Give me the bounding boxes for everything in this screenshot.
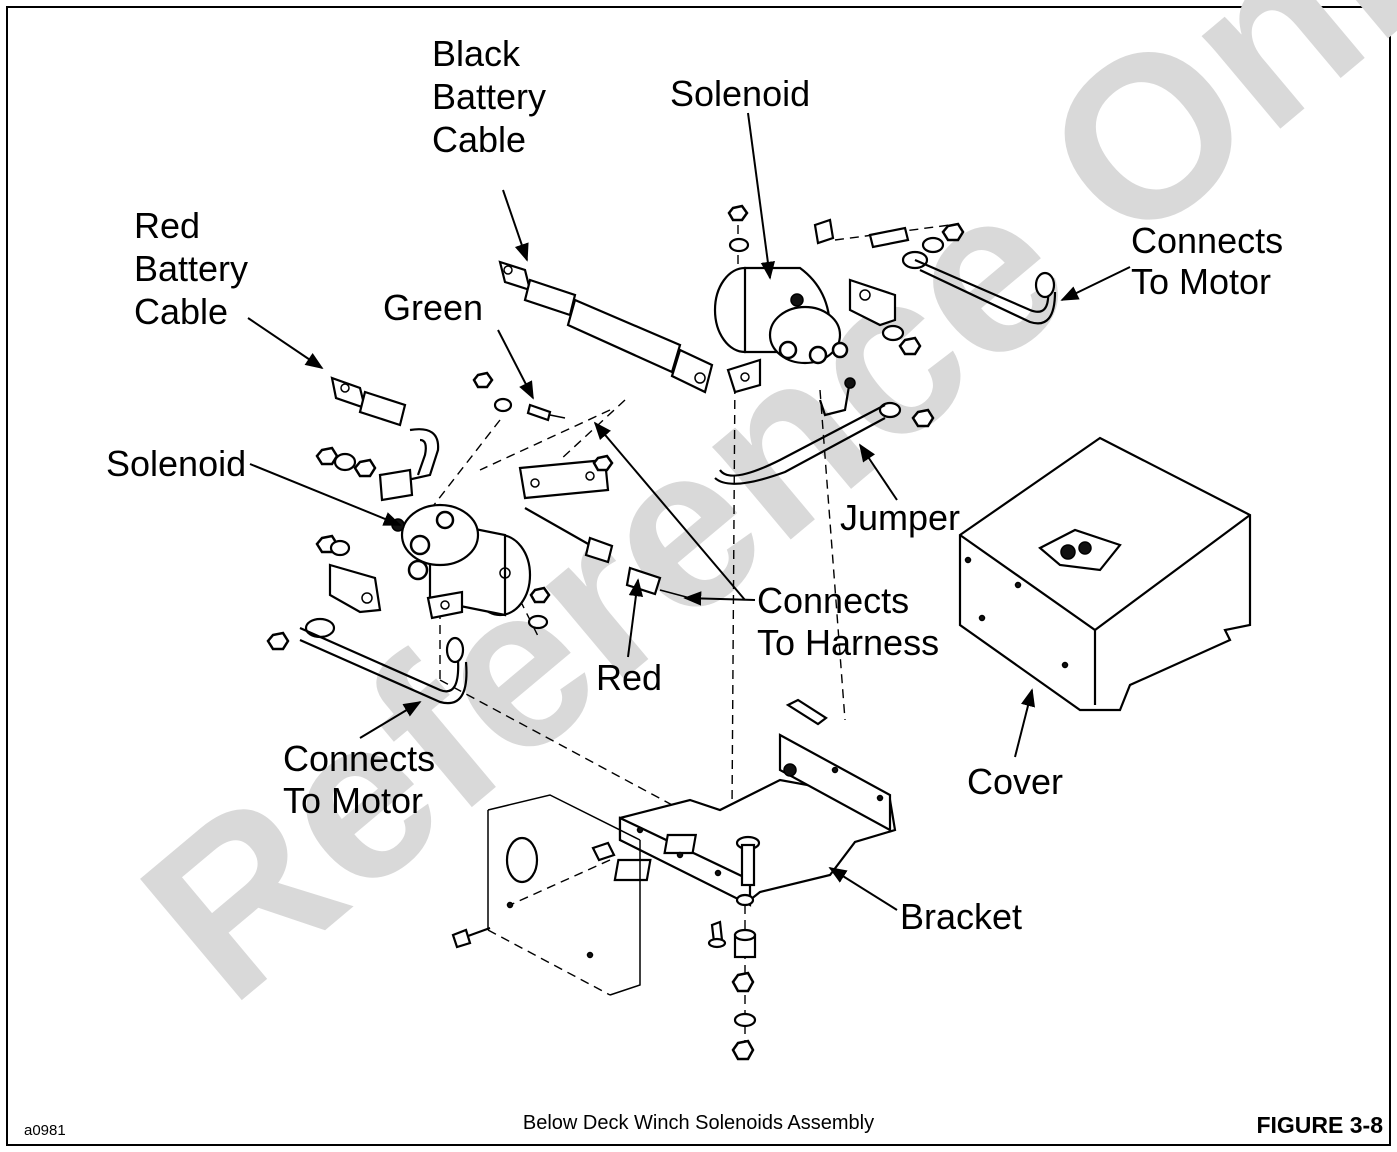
label-cover: Cover — [967, 761, 1063, 802]
callout-labels: Black Battery Cable Solenoid Red Battery… — [106, 33, 1293, 937]
label-solenoid-left: Solenoid — [106, 443, 246, 484]
left-terminal-link — [518, 458, 610, 500]
leader-arrows — [247, 112, 1131, 911]
figure-frame — [6, 6, 1391, 1146]
cover — [958, 436, 1252, 712]
hardware-stack — [451, 920, 757, 1061]
label-red-battery-cable: Red Battery Cable — [134, 205, 258, 332]
left-bracket-tab — [328, 563, 382, 614]
label-bracket: Bracket — [900, 896, 1022, 937]
figure-caption: Below Deck Winch Solenoids Assembly — [522, 1112, 875, 1134]
label-connects-to-motor-right: Connects To Motor — [1131, 220, 1293, 302]
label-solenoid-top: Solenoid — [670, 73, 810, 114]
red-battery-cable — [330, 376, 440, 502]
green-wire — [526, 403, 566, 422]
assembly-guide-lines — [429, 210, 951, 1060]
solenoid-top — [713, 266, 849, 394]
solenoid-left — [391, 503, 532, 620]
label-connects-to-motor-left: Connects To Motor — [283, 738, 445, 821]
winch-base-housing — [487, 794, 641, 996]
label-green: Green — [383, 287, 483, 328]
cable-connects-to-motor-right — [901, 250, 1057, 325]
figure-number: FIGURE 3-8 — [1256, 1112, 1383, 1138]
label-black-battery-cable: Black Battery Cable — [432, 33, 556, 160]
cable-connects-to-motor-left — [299, 617, 468, 705]
left-washers-nuts — [266, 371, 614, 651]
jumper-cable — [714, 377, 886, 485]
label-jumper: Jumper — [840, 497, 960, 538]
label-connects-to-harness: Connects To Harness — [757, 580, 939, 663]
black-battery-cable — [498, 260, 714, 394]
top-washers-nuts — [727, 204, 965, 428]
bracket-screw — [735, 698, 828, 907]
drawing-id: a0981 — [24, 1122, 66, 1139]
top-bracket-tab — [848, 278, 897, 327]
top-terminal-link — [813, 218, 910, 249]
label-red: Red — [596, 657, 662, 698]
